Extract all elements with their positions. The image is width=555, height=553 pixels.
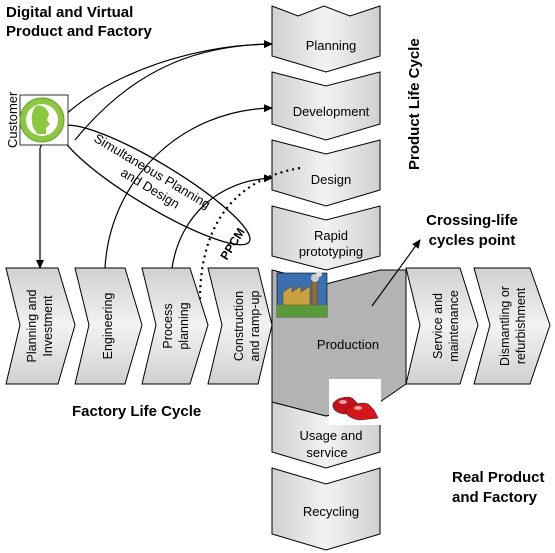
label-planning: Planning xyxy=(306,38,357,53)
label-service-1: Service and xyxy=(431,293,445,359)
product-cycle-title: Product Life Cycle xyxy=(406,38,423,170)
label-production: Production xyxy=(317,337,379,352)
label-service-2: maintenance xyxy=(447,290,461,362)
label-development: Development xyxy=(293,104,370,119)
chevron-engineering xyxy=(74,267,143,385)
chevron-planning-investment xyxy=(5,267,76,385)
label-design: Design xyxy=(311,172,351,187)
label-planning-investment-1: Planning and xyxy=(25,289,39,362)
label-rapid-2: prototyping xyxy=(299,244,363,259)
label-planning-investment-2: Investment xyxy=(41,295,55,357)
chevron-recycling xyxy=(271,467,381,551)
label-usage-1: Usage and xyxy=(300,428,363,443)
ppcm-label: PPCM xyxy=(217,225,247,262)
label-construction-1: Construction xyxy=(232,291,246,361)
label-dismantling-2: refurbishment xyxy=(514,287,528,364)
arrow-to-development xyxy=(104,104,273,269)
real-heading-line1: Real Product xyxy=(452,469,545,486)
red-shoes-icon xyxy=(329,379,381,425)
real-heading-line2: and Factory xyxy=(452,489,538,506)
label-usage-2: service xyxy=(306,445,347,460)
top-left-heading-line1: Digital and Virtual xyxy=(6,4,133,21)
label-construction-2: and ramp-up xyxy=(248,291,262,362)
chevron-development xyxy=(271,71,381,141)
chevron-planning xyxy=(271,5,381,73)
label-rapid-1: Rapid xyxy=(314,228,348,243)
top-left-heading-line2: Product and Factory xyxy=(6,23,153,40)
chevron-rapid-prototyping xyxy=(271,205,381,271)
crossing-label-2: cycles point xyxy=(429,232,516,249)
customer-label: Customer xyxy=(5,91,20,148)
factory-labels: Planning and Investment Engineering Proc… xyxy=(25,286,528,366)
arrow-to-design xyxy=(171,174,273,269)
chevron-design xyxy=(271,139,381,207)
crossing-arrow xyxy=(371,239,421,307)
chevron-service-maintenance xyxy=(405,267,479,385)
chevron-construction xyxy=(207,267,273,385)
factory-cycle-title: Factory Life Cycle xyxy=(72,403,201,420)
label-dismantling-1: Dismantling or xyxy=(498,286,512,366)
simultaneous-label-1: Simultaneous Planning xyxy=(91,130,213,211)
crossing-label-1: Crossing-life xyxy=(426,212,518,229)
label-engineering: Engineering xyxy=(101,293,115,360)
label-process-1: Process xyxy=(161,303,175,348)
chevron-dismantling xyxy=(473,267,551,385)
arrow-upper-curve xyxy=(39,43,273,149)
ppcm-dotted-arc xyxy=(198,166,301,301)
chevron-process-planning xyxy=(141,267,209,385)
factory-chevrons xyxy=(5,267,551,385)
label-recycling: Recycling xyxy=(303,504,359,519)
factory-icon xyxy=(276,271,328,318)
customer-face-icon xyxy=(19,94,69,146)
product-chevrons xyxy=(271,5,381,271)
label-process-2: planning xyxy=(177,302,191,349)
